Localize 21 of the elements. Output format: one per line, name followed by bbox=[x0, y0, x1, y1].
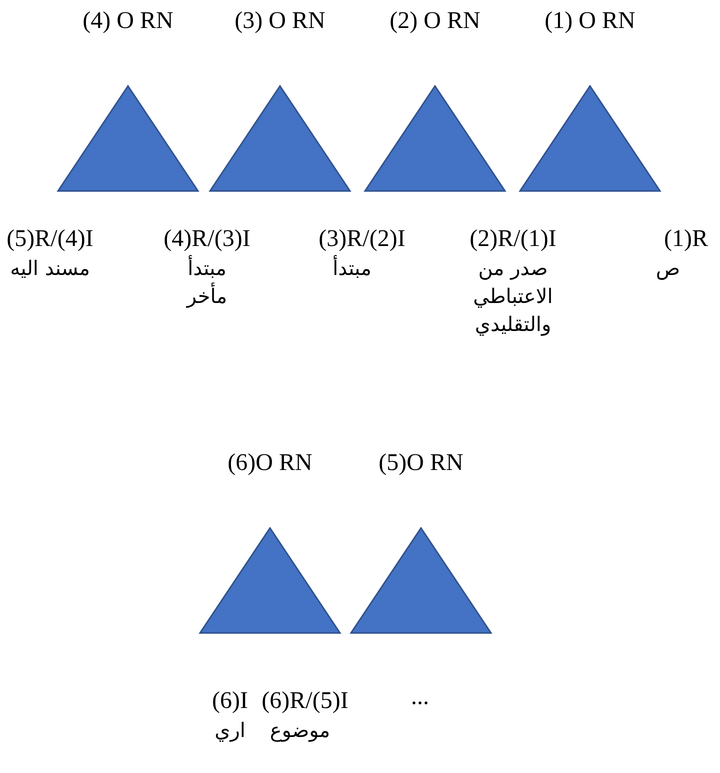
index-label: (5)R/(4)I bbox=[6, 226, 94, 252]
arabic-label: مسند اليه bbox=[9, 255, 91, 282]
node-label: (2) O RN bbox=[388, 8, 482, 34]
arabic-label: ص bbox=[654, 255, 682, 282]
index-label: (6)R/(5)I bbox=[260, 688, 350, 714]
index-label: (4)R/(3)I bbox=[162, 226, 252, 252]
index-label: (1)R bbox=[663, 226, 709, 252]
arabic-label: صدر من الاعتباطي والتقليدي bbox=[472, 255, 554, 338]
node-label: (5)O RN bbox=[378, 450, 464, 476]
node-label: (3) O RN bbox=[234, 8, 326, 34]
arabic-label: موضوع bbox=[268, 717, 332, 744]
index-label: (6)I bbox=[211, 688, 249, 714]
arabic-label: اري bbox=[214, 717, 246, 744]
index-label: ... bbox=[410, 684, 430, 710]
index-label: (3)R/(2)I bbox=[318, 226, 406, 252]
arabic-label: مبتدأ bbox=[332, 254, 372, 282]
node-label: (4) O RN bbox=[82, 8, 174, 34]
node-label: (1) O RN bbox=[544, 8, 636, 34]
arabic-label: مبتدأ مأخر bbox=[185, 254, 228, 310]
node-label: (6)O RN bbox=[226, 450, 314, 476]
index-label: (2)R/(1)I bbox=[468, 226, 558, 252]
